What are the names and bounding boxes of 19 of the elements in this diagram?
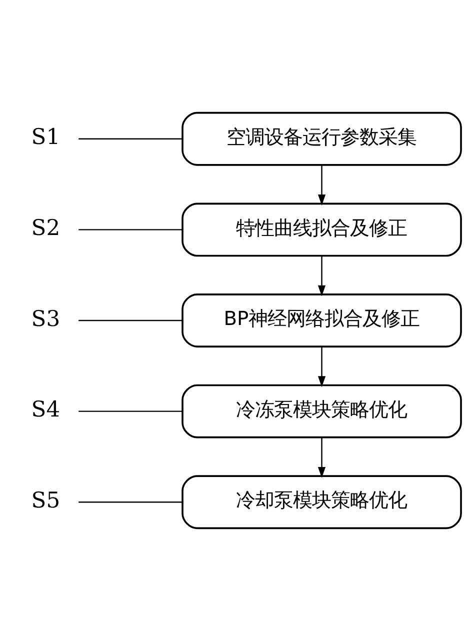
arrow [318, 256, 326, 296]
connector [78, 410, 182, 412]
arrow [318, 346, 326, 388]
node-box: 冷却泵模块策略优化 [182, 475, 462, 530]
node-text: S3 [31, 306, 60, 332]
arrow [318, 165, 326, 206]
node-text: S2 [31, 216, 60, 242]
node-box: 冷冻泵模块策略优化 [182, 384, 462, 438]
connector [78, 320, 182, 322]
connector [78, 502, 182, 503]
connector [78, 229, 182, 230]
node-text: S1 [31, 125, 60, 150]
node-box: 空调设备运行参数采集 [182, 112, 462, 166]
arrow [318, 438, 326, 478]
node-box: BP神经网络拟合及修正 [182, 294, 462, 348]
connector [78, 138, 182, 140]
node-text: S5 [31, 488, 60, 514]
node-box: 特性曲线拟合及修正 [182, 202, 462, 257]
node-text: S4 [31, 398, 60, 423]
